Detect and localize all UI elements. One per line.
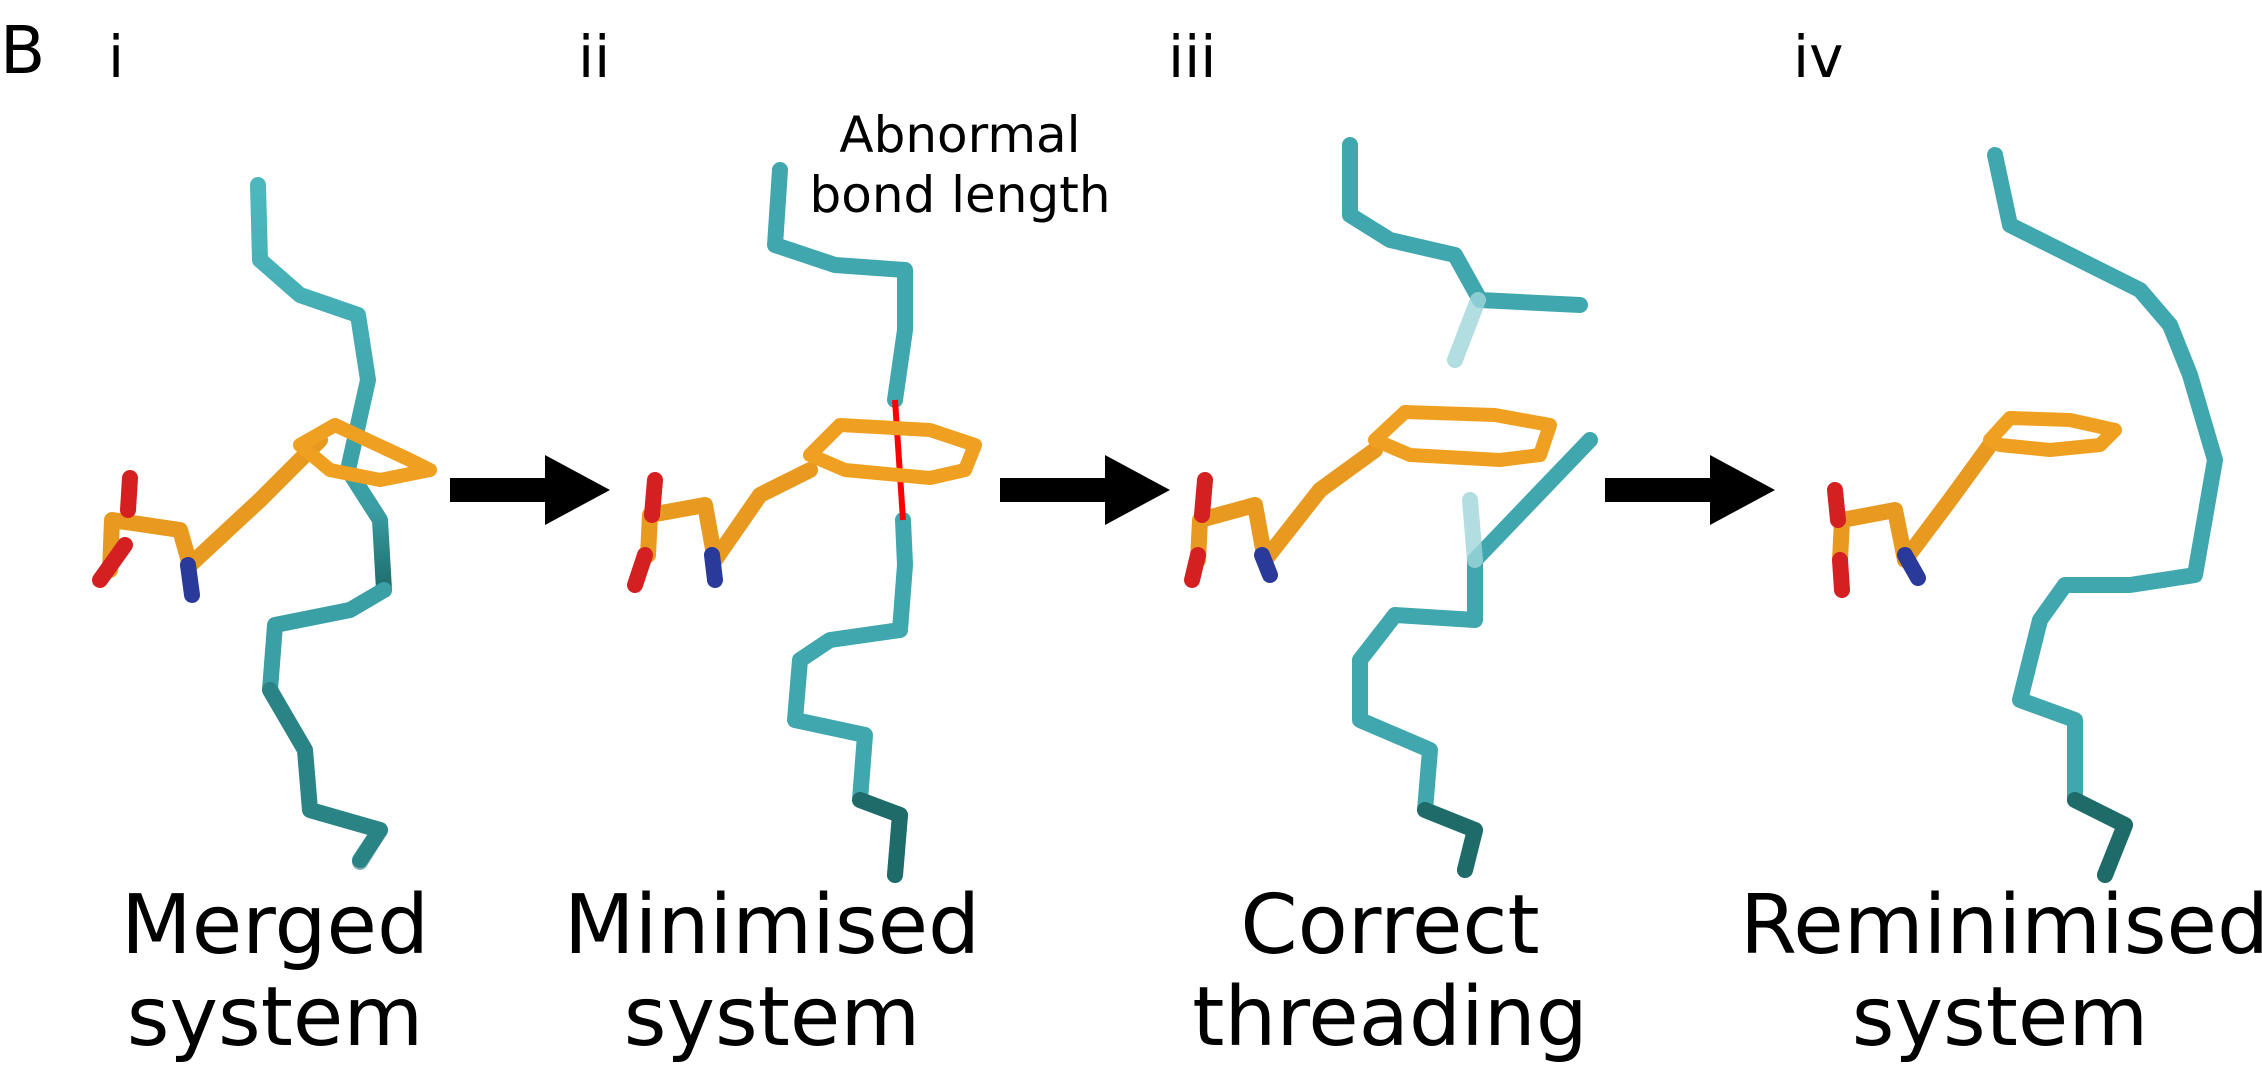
caption-step-i: Merged system (15, 880, 535, 1064)
caption-line-2: system (126, 969, 424, 1065)
lipid-chain-upper (767, 162, 913, 408)
sidechain-nitrogen (180, 557, 200, 603)
caption-step-ii: Minimised system (512, 880, 1032, 1064)
sidechain-backbone (102, 432, 328, 578)
panel-iii-structure (1184, 137, 1598, 878)
sidechain-ring (1983, 411, 2122, 457)
lipid-chain-upper (250, 177, 392, 598)
process-arrow-3 (1605, 455, 1775, 525)
sidechain-oxygen-top (1827, 482, 1846, 528)
caption-line-1: Reminimised (1740, 878, 2262, 973)
ghost-bond-lower (1462, 492, 1483, 568)
sidechain-ring (293, 418, 437, 487)
lipid-chain-tail (852, 792, 908, 883)
lipid-chain-lower (787, 512, 913, 883)
lipid-chain-tail (262, 682, 388, 870)
caption-line-2: system (1851, 969, 2149, 1065)
caption-step-iii: Correct threading (1130, 880, 1650, 1064)
step-numeral-iv: iv (1793, 23, 1844, 91)
sidechain-oxygen-bottom (627, 547, 653, 593)
step-numeral-i: i (108, 23, 125, 91)
lipid-chain-tail (2067, 792, 2133, 883)
panel-iv-structure (1827, 147, 2223, 883)
caption-line-2: system (623, 969, 921, 1065)
abnormal-bond-annotation: Abnormal bond length (780, 105, 1140, 225)
annotation-line-1: Abnormal (839, 106, 1081, 164)
sidechain-ring (1368, 405, 1557, 467)
sidechain-oxygen-bottom (92, 537, 133, 588)
panel-ii-structure (627, 162, 982, 883)
sidechain-backbone (1190, 442, 1383, 568)
caption-line-1: Minimised (563, 878, 981, 973)
sidechain-oxygen-bottom (1832, 552, 1850, 598)
process-arrow-1 (450, 455, 610, 525)
caption-line-1: Correct (1240, 878, 1540, 973)
step-numeral-iii: iii (1168, 23, 1217, 91)
sidechain-oxygen-top (120, 470, 138, 518)
sidechain-nitrogen (1254, 547, 1278, 583)
sidechain-ring (803, 418, 982, 485)
panel-letter: B (0, 12, 46, 89)
lipid-chain-upper (1342, 137, 1588, 313)
lipid-chain-tail (1417, 802, 1483, 878)
sidechain-backbone (1832, 437, 1998, 568)
abnormal-bond (892, 399, 906, 521)
lipid-chain (1987, 147, 2223, 883)
sidechain-oxygen-bottom (1184, 547, 1206, 588)
sidechain-nitrogen (704, 547, 723, 588)
process-arrow-2 (1000, 455, 1170, 525)
step-numeral-ii: ii (578, 23, 611, 91)
sidechain-backbone (640, 462, 818, 568)
caption-line-1: Merged (120, 878, 430, 973)
annotation-line-2: bond length (809, 166, 1111, 224)
sidechain-oxygen-top (644, 472, 663, 523)
caption-step-iv: Reminimised system (1740, 878, 2262, 1065)
caption-line-2: threading (1192, 969, 1588, 1065)
sidechain-nitrogen (1897, 547, 1926, 586)
sidechain-oxygen-top (1194, 472, 1213, 523)
ghost-bond-upper (1447, 292, 1486, 368)
panel-i-structure (92, 177, 437, 870)
